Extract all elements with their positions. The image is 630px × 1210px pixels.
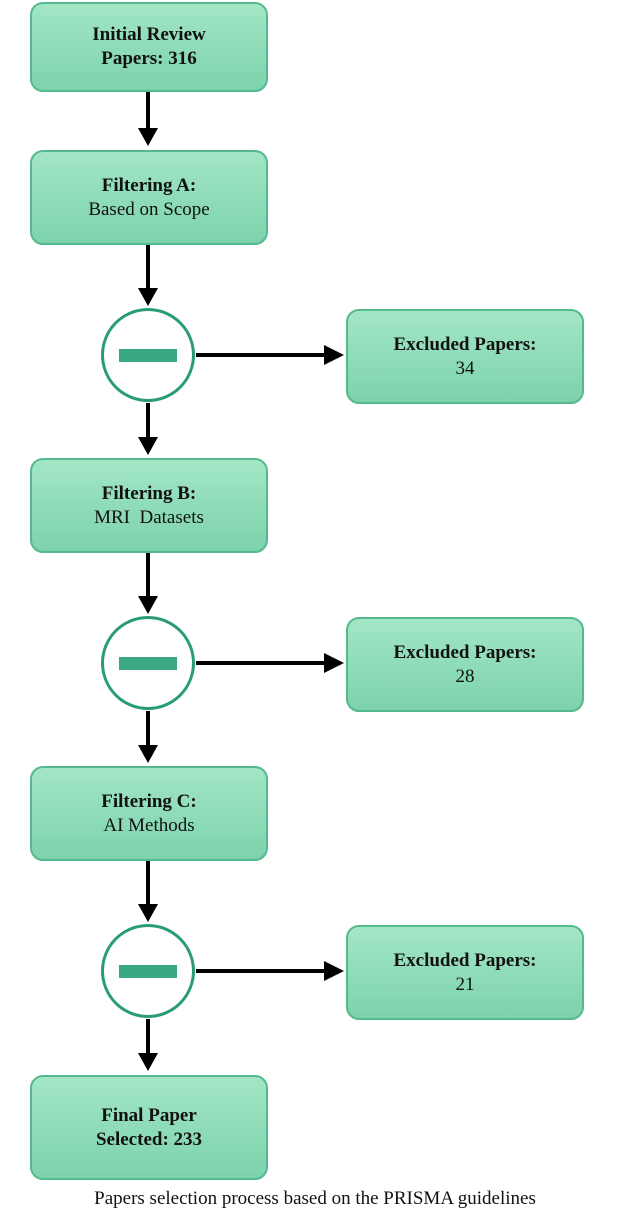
arrowhead-minus-3-to-final bbox=[138, 1053, 158, 1071]
arrowhead-minus-1-to-filter-b bbox=[138, 437, 158, 455]
step-title: Filtering B: bbox=[101, 482, 197, 504]
step-title: Filtering C: bbox=[101, 790, 197, 812]
arrowhead-minus-3-to-excluded-3 bbox=[324, 961, 344, 981]
excluded-count: 21 bbox=[455, 973, 475, 995]
arrowhead-filter-b-to-minus-2 bbox=[138, 596, 158, 614]
step-detail: Based on Scope bbox=[88, 198, 210, 220]
arrowhead-filter-a-to-minus-1 bbox=[138, 288, 158, 306]
excluded-title: Excluded Papers: bbox=[393, 333, 537, 355]
minus-circle-icon bbox=[101, 308, 195, 402]
excluded-box-1: Excluded Papers: 34 bbox=[346, 309, 584, 404]
excluded-title: Excluded Papers: bbox=[393, 641, 537, 663]
minus-bar bbox=[119, 964, 177, 978]
step-title: Initial Review bbox=[92, 24, 206, 45]
minus-circle-icon bbox=[101, 616, 195, 710]
step-title: Final Paper bbox=[101, 1104, 197, 1126]
arrowhead-filter-c-to-minus-3 bbox=[138, 904, 158, 922]
minus-bar bbox=[119, 348, 177, 362]
excluded-count: 28 bbox=[455, 665, 475, 687]
step-final-selected: Final Paper Selected: 233 bbox=[30, 1075, 268, 1180]
step-filtering-b: Filtering B: MRI Datasets bbox=[30, 458, 268, 553]
step-filtering-a: Filtering A: Based on Scope bbox=[30, 150, 268, 245]
step-title: Filtering A: bbox=[101, 174, 197, 196]
arrowhead-initial-to-filter-a bbox=[138, 128, 158, 146]
minus-circle-icon bbox=[101, 924, 195, 1018]
arrowhead-minus-1-to-excluded-1 bbox=[324, 345, 344, 365]
minus-bar bbox=[119, 656, 177, 670]
excluded-count: 34 bbox=[455, 357, 475, 379]
step-detail: Selected: 233 bbox=[95, 1128, 203, 1150]
step-detail: MRI Datasets bbox=[94, 506, 204, 528]
arrowhead-minus-2-to-filter-c bbox=[138, 745, 158, 763]
excluded-title: Excluded Papers: bbox=[393, 949, 537, 971]
step-filtering-c: Filtering C: AI Methods bbox=[30, 766, 268, 861]
excluded-box-2: Excluded Papers: 28 bbox=[346, 617, 584, 712]
step-detail: Papers: 316 bbox=[101, 48, 197, 69]
excluded-box-3: Excluded Papers: 21 bbox=[346, 925, 584, 1020]
step-detail: AI Methods bbox=[103, 814, 195, 836]
figure-caption: Papers selection process based on the PR… bbox=[94, 1188, 536, 1209]
arrowhead-minus-2-to-excluded-2 bbox=[324, 653, 344, 673]
step-initial-review: Initial Review Papers: 316 bbox=[30, 2, 268, 92]
